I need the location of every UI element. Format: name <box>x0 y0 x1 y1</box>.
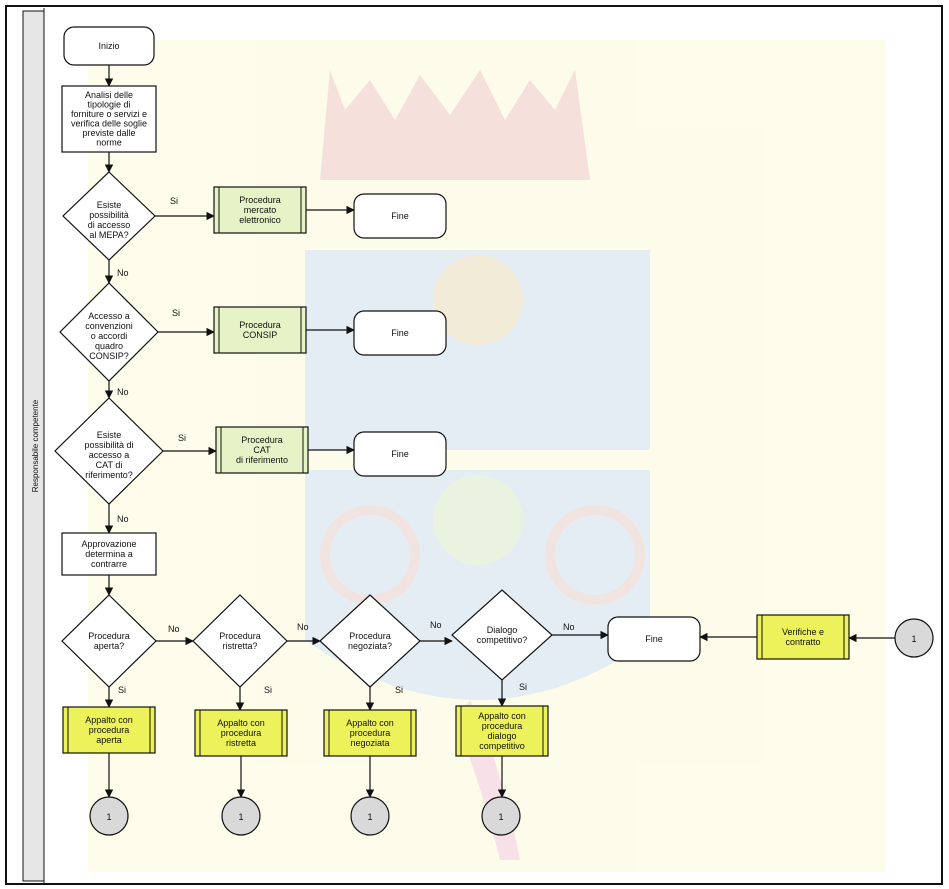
node-conn-1: 1 <box>89 796 129 836</box>
fine-cat-label: Fine <box>391 449 409 459</box>
edge-label-si-dialogo: Si <box>519 682 527 692</box>
node-inizio: Inizio <box>63 26 155 66</box>
edge-label-no-mepa: No <box>117 268 129 278</box>
edge-label-no-negoziata: No <box>430 620 442 630</box>
node-conn-3: 1 <box>350 796 390 836</box>
edges <box>104 65 895 798</box>
inizio-label: Inizio <box>98 41 119 51</box>
edge-label-si-cat: Si <box>178 433 186 443</box>
edge-label-no-consip: No <box>117 387 129 397</box>
conn-3-label: 1 <box>367 812 372 822</box>
edge-label-si-ristretta: Si <box>264 685 272 695</box>
conn-right-label: 1 <box>911 634 916 644</box>
node-conn-4: 1 <box>481 796 521 836</box>
edge-label-si-consip: Si <box>172 308 180 318</box>
node-fine-mepa: Fine <box>353 193 447 239</box>
swimlane-label: Responsabile competente <box>31 399 40 492</box>
fine-main-label: Fine <box>645 634 663 644</box>
edge-label-no-cat: No <box>117 514 129 524</box>
conn-2-label: 1 <box>238 812 243 822</box>
conn-4-label: 1 <box>498 812 503 822</box>
node-fine-cat: Fine <box>353 431 447 477</box>
fine-consip-label: Fine <box>391 328 409 338</box>
node-conn-2: 1 <box>221 796 261 836</box>
edge-label-no-aperta: No <box>168 624 180 634</box>
node-fine-main: Fine <box>607 616 701 662</box>
node-fine-consip: Fine <box>353 310 447 356</box>
edge-label-si-negoziata: Si <box>395 685 403 695</box>
edge-label-no-ristretta: No <box>297 622 309 632</box>
fine-mepa-label: Fine <box>391 211 409 221</box>
edge-label-no-dialogo: No <box>563 622 575 632</box>
edge-label-si-aperta: Si <box>118 685 126 695</box>
conn-1-label: 1 <box>106 812 111 822</box>
node-conn-right: 1 <box>894 618 934 658</box>
edge-label-si-mepa: Si <box>170 196 178 206</box>
